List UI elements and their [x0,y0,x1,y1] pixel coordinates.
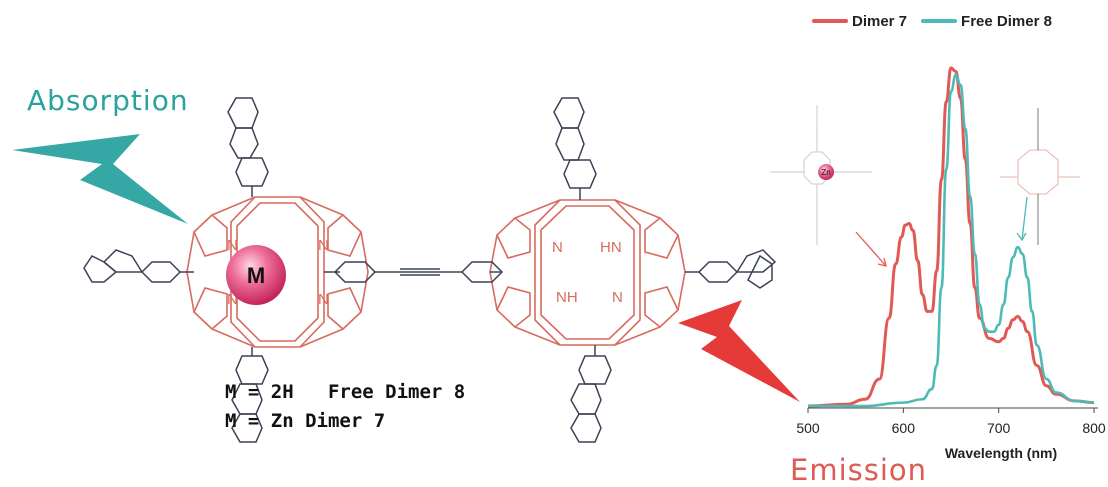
x-tick-label: 500 [796,420,820,436]
metal-center-sphere [226,245,286,305]
chart-legend: Dimer 7 Free Dimer 8 [812,10,1052,32]
series-line-dimer-7 [807,66,1095,408]
x-tick-label: 800 [1082,420,1106,436]
free-dimer-thumbnail [1000,149,1080,195]
nitrogen-label: N [552,239,563,256]
legend-label: Dimer 7 [852,12,908,30]
legend-label: Free Dimer 8 [961,12,1052,30]
nitrogen-label: N [318,237,329,254]
nitrogen-label: N [227,291,238,308]
x-axis-ticks: 500 600 700 800 [796,408,1106,436]
emission-spectrum-chart: 500 600 700 800 Wavelength (nm) Zn [770,66,1106,461]
x-tick-label: 600 [892,420,916,436]
annotation-arrow-teal [1016,196,1028,242]
nitrogen-label: N [227,237,238,254]
series-layer [807,66,1095,408]
fluorenyl-substituents [83,97,777,443]
x-tick-label: 700 [987,420,1011,436]
nitrogen-label: N [612,289,623,306]
metal-porphyrin: N N N N M [186,196,369,348]
nitrogen-label: N [318,291,329,308]
legend-swatch [921,19,958,23]
legend-item-free-dimer-8: Free Dimer 8 [921,13,1052,30]
nh-label: HN [600,239,622,256]
absorption-label: Absorption [27,84,189,117]
legend-item-dimer-7: Dimer 7 [812,13,907,30]
series-line-free-dimer-8 [808,73,1095,408]
assignment-zn-dimer: M = Zn Dimer 7 [225,410,386,432]
phenylethynyl-linker [324,261,504,283]
zn-sphere-icon [818,164,834,180]
absorption-lightning-icon [12,134,188,224]
emission-label: Emission [790,453,928,487]
x-axis-title: Wavelength (nm) [945,445,1057,461]
emission-lightning-icon [678,300,800,402]
legend-swatch [812,19,848,23]
annotation-arrow-red [855,231,887,267]
metal-center-label: M [247,263,265,288]
assignment-free-dimer: M = 2H Free Dimer 8 [225,381,466,403]
free-base-porphyrin: N HN NH N [489,199,686,346]
zn-label: Zn [821,168,830,177]
nh-label: NH [556,289,578,306]
